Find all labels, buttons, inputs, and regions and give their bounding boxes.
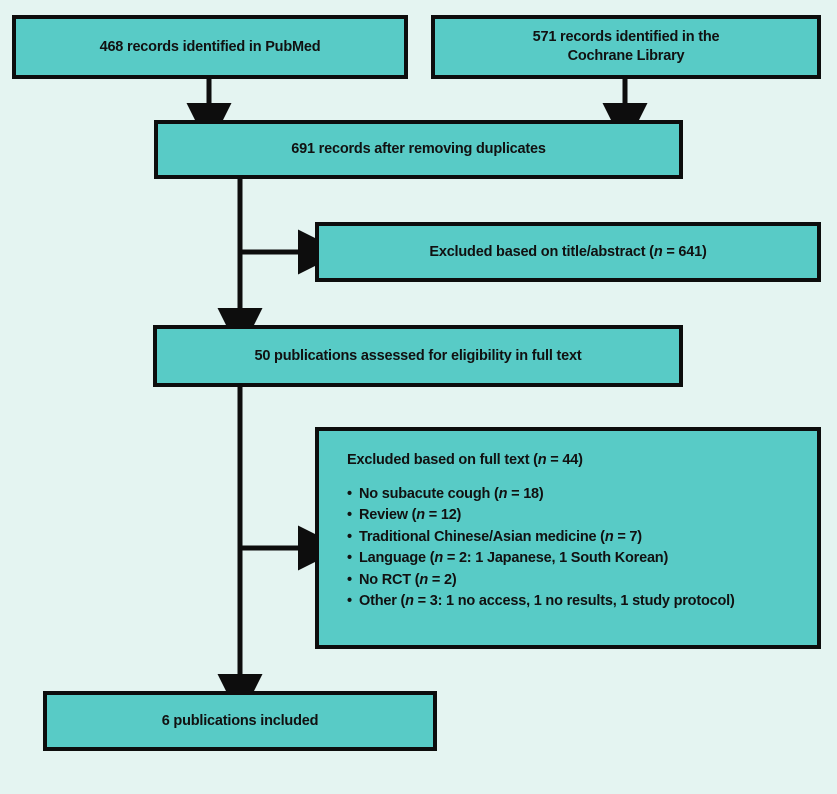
box-excluded-full-text[interactable]: Excluded based on full text (n = 44) •No… [315, 427, 821, 649]
list-item: • Traditional Chinese/Asian medicine (n =… [347, 528, 735, 545]
reason-n-symbol: n [498, 485, 508, 502]
reason-n-symbol: n [419, 571, 429, 588]
box-publications-assessed[interactable]: 50 publications assessed for eligibility… [153, 325, 683, 387]
reason-count: = 2: 1 Japanese, 1 South Korean) [443, 550, 669, 566]
box-records-cochrane[interactable]: 571 records identified in the Cochrane L… [431, 15, 821, 79]
excl-title-prefix: Excluded based on title/abstract ( [429, 243, 654, 260]
reason-label: Review ( [359, 507, 417, 523]
box-excluded-full-text-content: Excluded based on full text (n = 44) •No… [319, 431, 735, 616]
reason-label: No RCT ( [359, 571, 420, 588]
box-records-pubmed[interactable]: 468 records identified in PubMed [12, 15, 408, 79]
reason-n-symbol: n [604, 528, 614, 545]
reason-n-symbol: n [416, 507, 425, 523]
reason-count: = 7) [613, 528, 642, 545]
box-excluded-title-abstract-label: Excluded based on title/abstract (n = 64… [429, 243, 706, 262]
bullet-icon: • [347, 528, 352, 545]
excl-title-count: = 641) [662, 243, 707, 260]
list-item: • Review (n = 12) [347, 508, 735, 523]
bullet-icon: • [347, 550, 352, 566]
excl-full-n-symbol: n [537, 452, 547, 468]
reason-label: Other ( [359, 593, 406, 609]
reason-n-symbol: n [434, 550, 444, 566]
reason-label: Language ( [359, 550, 435, 566]
box-excluded-title-abstract[interactable]: Excluded based on title/abstract (n = 64… [315, 222, 821, 282]
list-item: • No subacute cough (n = 18) [347, 485, 735, 502]
reason-count: = 18) [507, 485, 544, 502]
excl-full-prefix: Excluded based on full text ( [347, 452, 538, 468]
box-records-cochrane-label: 571 records identified in the Cochrane L… [533, 28, 720, 65]
box-records-pubmed-label: 468 records identified in PubMed [99, 38, 321, 55]
excl-title-n-symbol: n [653, 243, 663, 260]
box-publications-included-label: 6 publications included [161, 712, 319, 729]
excluded-full-text-heading: Excluded based on full text (n = 44) [347, 453, 735, 468]
bullet-icon: • [347, 485, 352, 502]
list-item: • Other (n = 3: 1 no access, 1 no results… [347, 594, 735, 609]
reason-label: Traditional Chinese/Asian medicine ( [359, 528, 605, 545]
bullet-icon: • [347, 571, 352, 588]
list-item: • Language (n = 2: 1 Japanese, 1 South Ko… [347, 551, 735, 566]
reason-label: No subacute cough ( [359, 485, 499, 502]
reason-n-symbol: n [405, 593, 414, 609]
reason-count: = 12) [424, 507, 462, 523]
reason-count: = 2) [428, 571, 457, 588]
box-publications-included[interactable]: 6 publications included [43, 691, 437, 751]
box-records-after-dedup-label: 691 records after removing duplicates [291, 141, 546, 158]
excl-full-count: = 44) [546, 452, 583, 468]
box-records-after-dedup[interactable]: 691 records after removing duplicates [154, 120, 683, 179]
reason-count: = 3: 1 no access, 1 no results, 1 study … [413, 593, 735, 609]
bullet-icon: • [347, 507, 352, 523]
bullet-icon: • [347, 593, 352, 609]
cochrane-line-1: 571 records identified in the [532, 29, 720, 46]
excluded-reasons-list: •No subacute cough (n = 18) •Review (n =… [347, 485, 735, 609]
cochrane-line-2: Cochrane Library [567, 48, 685, 64]
box-publications-assessed-label: 50 publications assessed for eligibility… [254, 347, 582, 364]
list-item: • No RCT (n = 2) [347, 571, 735, 588]
